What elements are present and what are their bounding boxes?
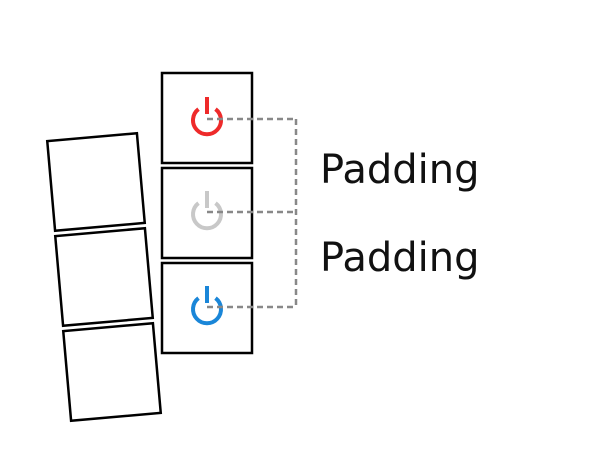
tilted-box-stack bbox=[45, 131, 163, 423]
padding-connectors bbox=[207, 117, 298, 309]
padding-label-top: Padding bbox=[320, 147, 479, 193]
tilted-box-3 bbox=[61, 321, 163, 423]
padding-label-bottom: Padding bbox=[320, 235, 479, 281]
tilted-box-2 bbox=[53, 226, 155, 328]
tilted-box-1 bbox=[45, 131, 147, 233]
power-icon bbox=[191, 97, 223, 137]
